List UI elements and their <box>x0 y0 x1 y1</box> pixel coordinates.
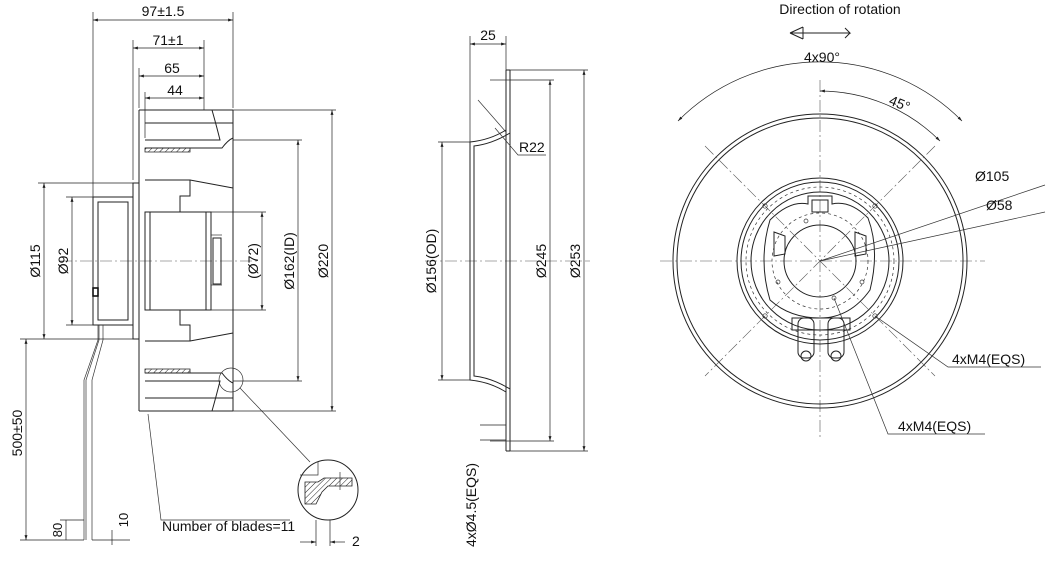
thread-label-2: 4xM4(EQS) <box>898 418 971 434</box>
body-length-label: 71±1 <box>152 32 183 48</box>
diameter-105-label: Ø105 <box>975 168 1009 184</box>
front-view: Direction of rotation 4x90° 45° Ø105 Ø58… <box>660 1 1046 440</box>
diameter-220-label: Ø220 <box>315 244 331 278</box>
overall-length-label: 97±1.5 <box>142 3 185 19</box>
strip-80-label: 80 <box>50 523 65 537</box>
diameter-58-label: Ø58 <box>986 197 1013 213</box>
diameter-162-label: Ø162(ID) <box>281 232 297 290</box>
ring-width-label: 25 <box>480 27 496 43</box>
motor-length-label: 44 <box>167 82 183 98</box>
thread-label-1: 4xM4(EQS) <box>952 351 1025 367</box>
inlet-ring-view: 25 R22 Ø156(OD) Ø245 Ø253 4xØ4.5(EQS) <box>423 27 590 547</box>
side-view: 97±1.5 71±1 65 44 Ø115 Ø92 (Ø72) Ø162(ID… <box>9 3 360 549</box>
strip-10-label: 10 <box>116 513 131 527</box>
holes-label: 4xØ4.5(EQS) <box>463 463 479 547</box>
cable-length-label: 500±50 <box>9 409 25 456</box>
angle-offset-label: 45° <box>887 92 913 115</box>
diameter-245-label: Ø245 <box>533 244 549 278</box>
diameter-92-label: Ø92 <box>55 248 71 275</box>
radius-label: R22 <box>519 139 545 155</box>
rotation-label: Direction of rotation <box>779 1 900 17</box>
gap-2-label: 2 <box>352 533 360 549</box>
diameter-115-label: Ø115 <box>27 244 43 277</box>
diameter-72-label: (Ø72) <box>245 243 261 279</box>
housing-length-label: 65 <box>164 60 180 76</box>
diameter-156-label: Ø156(OD) <box>423 229 439 294</box>
blades-note: Number of blades=11 <box>162 518 295 534</box>
angle-pitch-label: 4x90° <box>804 49 840 65</box>
diameter-253-label: Ø253 <box>567 244 583 278</box>
